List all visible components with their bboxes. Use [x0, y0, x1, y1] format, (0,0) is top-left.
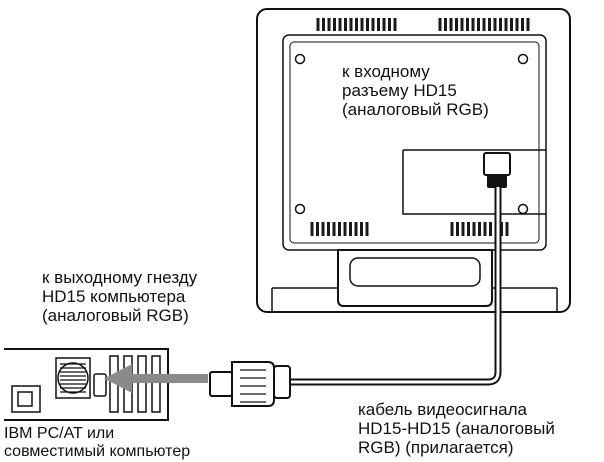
computer-output-label: к выходному гнезду HD15 компьютера (анал… [42, 268, 197, 325]
computer-label: IBM PC/AT или совместимый компьютер [4, 425, 190, 461]
monitor-stand [337, 249, 493, 307]
hd15-output-port [93, 373, 107, 397]
label-line: к выходному гнезду [42, 268, 198, 287]
monitor-housing [256, 8, 571, 313]
computer-case [4, 348, 169, 421]
fan-bars [60, 363, 86, 393]
power-socket-inner [17, 391, 33, 407]
vent-slots-top [316, 18, 530, 31]
label-line: совместимый компьютер [4, 443, 191, 460]
stand-slot [349, 257, 481, 287]
label-line: IBM PC/AT или [4, 425, 115, 442]
label-line: HD15-HD15 (аналоговый [358, 419, 555, 438]
plug-shell [231, 361, 275, 407]
video-cable [288, 187, 502, 386]
label-line: к входному [342, 62, 430, 81]
expansion-slot [137, 355, 147, 413]
screw-hole-icon [294, 53, 306, 65]
computer-rear [4, 348, 169, 421]
arrow-shaft [128, 374, 208, 383]
vent-slots-bottom [310, 222, 509, 236]
fan-icon [57, 362, 89, 394]
monitor-input-label: к входному разъему HD15 (аналоговый RGB) [342, 62, 489, 119]
monitor-inner-panel [289, 41, 540, 244]
label-line: RGB) (прилагается) [358, 438, 514, 457]
monitor-hd15-connector [483, 152, 511, 188]
screw-hole-icon [517, 53, 529, 65]
expansion-slot [151, 355, 161, 413]
connector-plug [483, 152, 511, 176]
label-line: (аналоговый RGB) [342, 100, 489, 119]
connector-body [487, 174, 507, 188]
cable-core [288, 187, 500, 384]
label-line: HD15 компьютера [42, 287, 186, 306]
plug-tip [209, 371, 233, 397]
cable-hd15-plug [209, 361, 291, 407]
screw-hole-icon [517, 203, 529, 215]
screw-hole-icon [294, 203, 306, 215]
arrow-head [104, 364, 132, 393]
plug-boot [273, 365, 291, 399]
power-socket-icon [11, 385, 41, 413]
label-line: разъему HD15 [342, 81, 457, 100]
cable-label: кабель видеосигнала HD15-HD15 (аналоговы… [358, 400, 555, 457]
label-line: (аналоговый RGB) [42, 306, 189, 325]
insert-arrow-icon [104, 364, 208, 393]
label-line: кабель видеосигнала [358, 400, 527, 419]
fan-grille-icon [55, 357, 91, 399]
